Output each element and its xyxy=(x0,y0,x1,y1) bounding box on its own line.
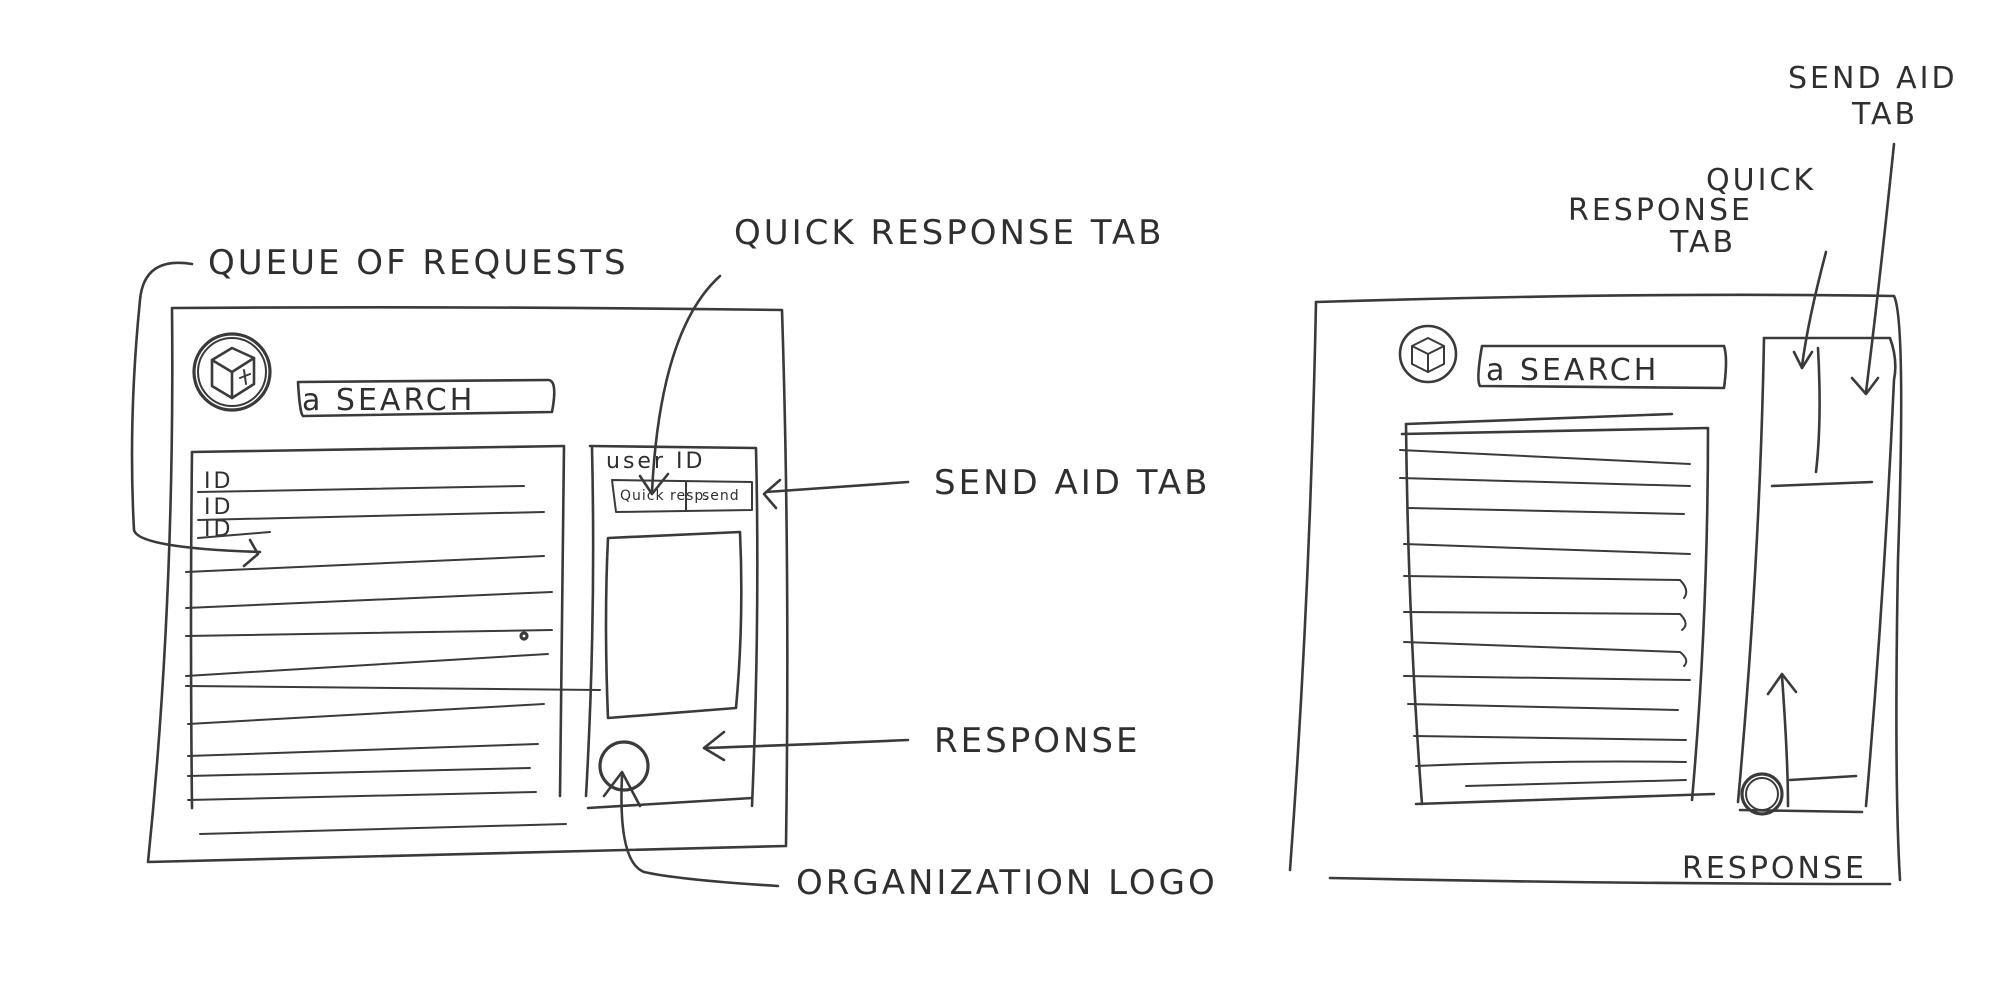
annotation-quick-response-tab: QUICK RESPONSE TAB xyxy=(734,213,1165,253)
right-request-list xyxy=(1399,412,1716,806)
right-search-bar: a SEARCH xyxy=(1477,344,1728,390)
left-annotation-arrows xyxy=(130,261,910,888)
annotation-send-aid-tab: SEND AID TAB xyxy=(934,463,1210,503)
annotation-response-right: RESPONSE xyxy=(1682,851,1867,886)
right-search-label: a SEARCH xyxy=(1486,353,1659,388)
annotation-quick-response-right-1: QUICK xyxy=(1706,163,1816,198)
right-app-logo-icon xyxy=(1398,324,1458,384)
left-app-logo-icon xyxy=(192,332,272,412)
annotation-queue-of-requests: QUEUE OF REQUESTS xyxy=(208,243,629,283)
left-detail-panel: user ID Quick resp. send xyxy=(584,444,759,810)
annotation-send-aid-tab-right-2: TAB xyxy=(1851,97,1918,132)
left-list-id-2: ID xyxy=(204,495,233,520)
left-tab-quick-label: Quick resp. xyxy=(620,488,710,504)
left-request-list: ID ID ID xyxy=(185,444,601,835)
annotation-quick-response-right-3: TAB xyxy=(1669,225,1736,260)
left-outer-frame xyxy=(146,306,789,864)
left-search-bar: a SEARCH xyxy=(296,378,556,418)
annotation-organization-logo: ORGANIZATION LOGO xyxy=(796,863,1218,903)
right-side-panel xyxy=(1736,336,1897,816)
left-wireframe: a SEARCH ID ID ID xyxy=(130,213,1218,903)
annotation-response: RESPONSE xyxy=(934,721,1140,761)
left-list-id-1: ID xyxy=(204,469,233,494)
annotation-quick-response-right-2: RESPONSE xyxy=(1568,193,1753,228)
right-wireframe: a SEARCH xyxy=(1288,61,1958,886)
annotation-send-aid-tab-right-1: SEND AID xyxy=(1788,61,1958,96)
left-search-label: a SEARCH xyxy=(302,383,475,418)
right-outer-frame xyxy=(1288,300,1318,872)
right-annotation-arrows xyxy=(1766,142,1896,808)
left-tab-send-label: send xyxy=(702,488,740,504)
